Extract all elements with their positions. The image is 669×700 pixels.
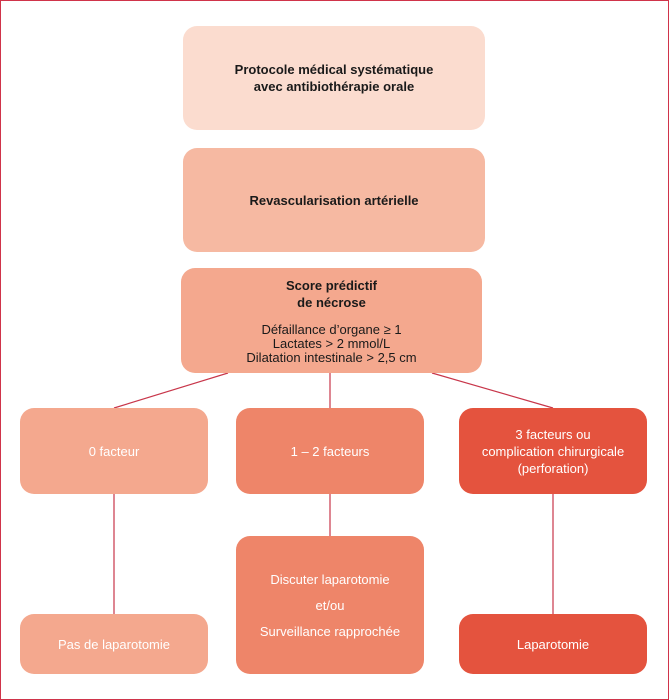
score-criterion-organ-failure: Défaillance d’organe ≥ 1 bbox=[261, 321, 402, 337]
outcome-discuss-line-2: et/ou bbox=[315, 597, 345, 613]
branch-zero-label: 0 facteur bbox=[88, 443, 140, 459]
outcome-no-laparotomy-label: Pas de laparotomie bbox=[57, 636, 170, 652]
branch-one-two-label: 1 – 2 facteurs bbox=[290, 443, 370, 459]
protocol-box: Protocole médical systématique avec anti… bbox=[183, 26, 485, 130]
score-title-1: Score prédictif bbox=[285, 277, 378, 293]
outcome-laparotomy-label: Laparotomie bbox=[516, 636, 590, 652]
branch-zero-factor: 0 facteur bbox=[20, 408, 208, 494]
score-box: Score prédictif de nécrose Défaillance d… bbox=[181, 268, 482, 373]
outcome-no-laparotomy: Pas de laparotomie bbox=[20, 614, 208, 674]
revascularisation-box: Revascularisation artérielle bbox=[183, 148, 485, 252]
outcome-discuss-laparotomy: Discuter laparotomie et/ou Surveillance … bbox=[236, 536, 424, 674]
protocol-line-1: Protocole médical systématique bbox=[234, 62, 434, 77]
outcome-laparotomy: Laparotomie bbox=[459, 614, 647, 674]
connector-score-right bbox=[431, 372, 554, 409]
score-title-2: de nécrose bbox=[297, 294, 366, 310]
branch-three-line-1: 3 facteurs ou bbox=[515, 426, 591, 442]
connector-score-left bbox=[113, 372, 229, 409]
branch-three-line-2: complication chirurgicale bbox=[481, 443, 625, 459]
outcome-discuss-line-1: Discuter laparotomie bbox=[270, 571, 390, 587]
branch-three-factors: 3 facteurs ou complication chirurgicale … bbox=[459, 408, 647, 494]
branch-three-line-3: (perforation) bbox=[517, 460, 589, 476]
outcome-discuss-line-3: Surveillance rapprochée bbox=[259, 623, 401, 639]
branch-one-two-factors: 1 – 2 facteurs bbox=[236, 408, 424, 494]
protocol-line-2: avec antibiothérapie orale bbox=[253, 79, 415, 94]
score-criterion-lactates: Lactates > 2 mmol/L bbox=[272, 335, 391, 351]
score-criterion-dilatation: Dilatation intestinale > 2,5 cm bbox=[246, 349, 417, 365]
revascularisation-label: Revascularisation artérielle bbox=[249, 192, 419, 208]
